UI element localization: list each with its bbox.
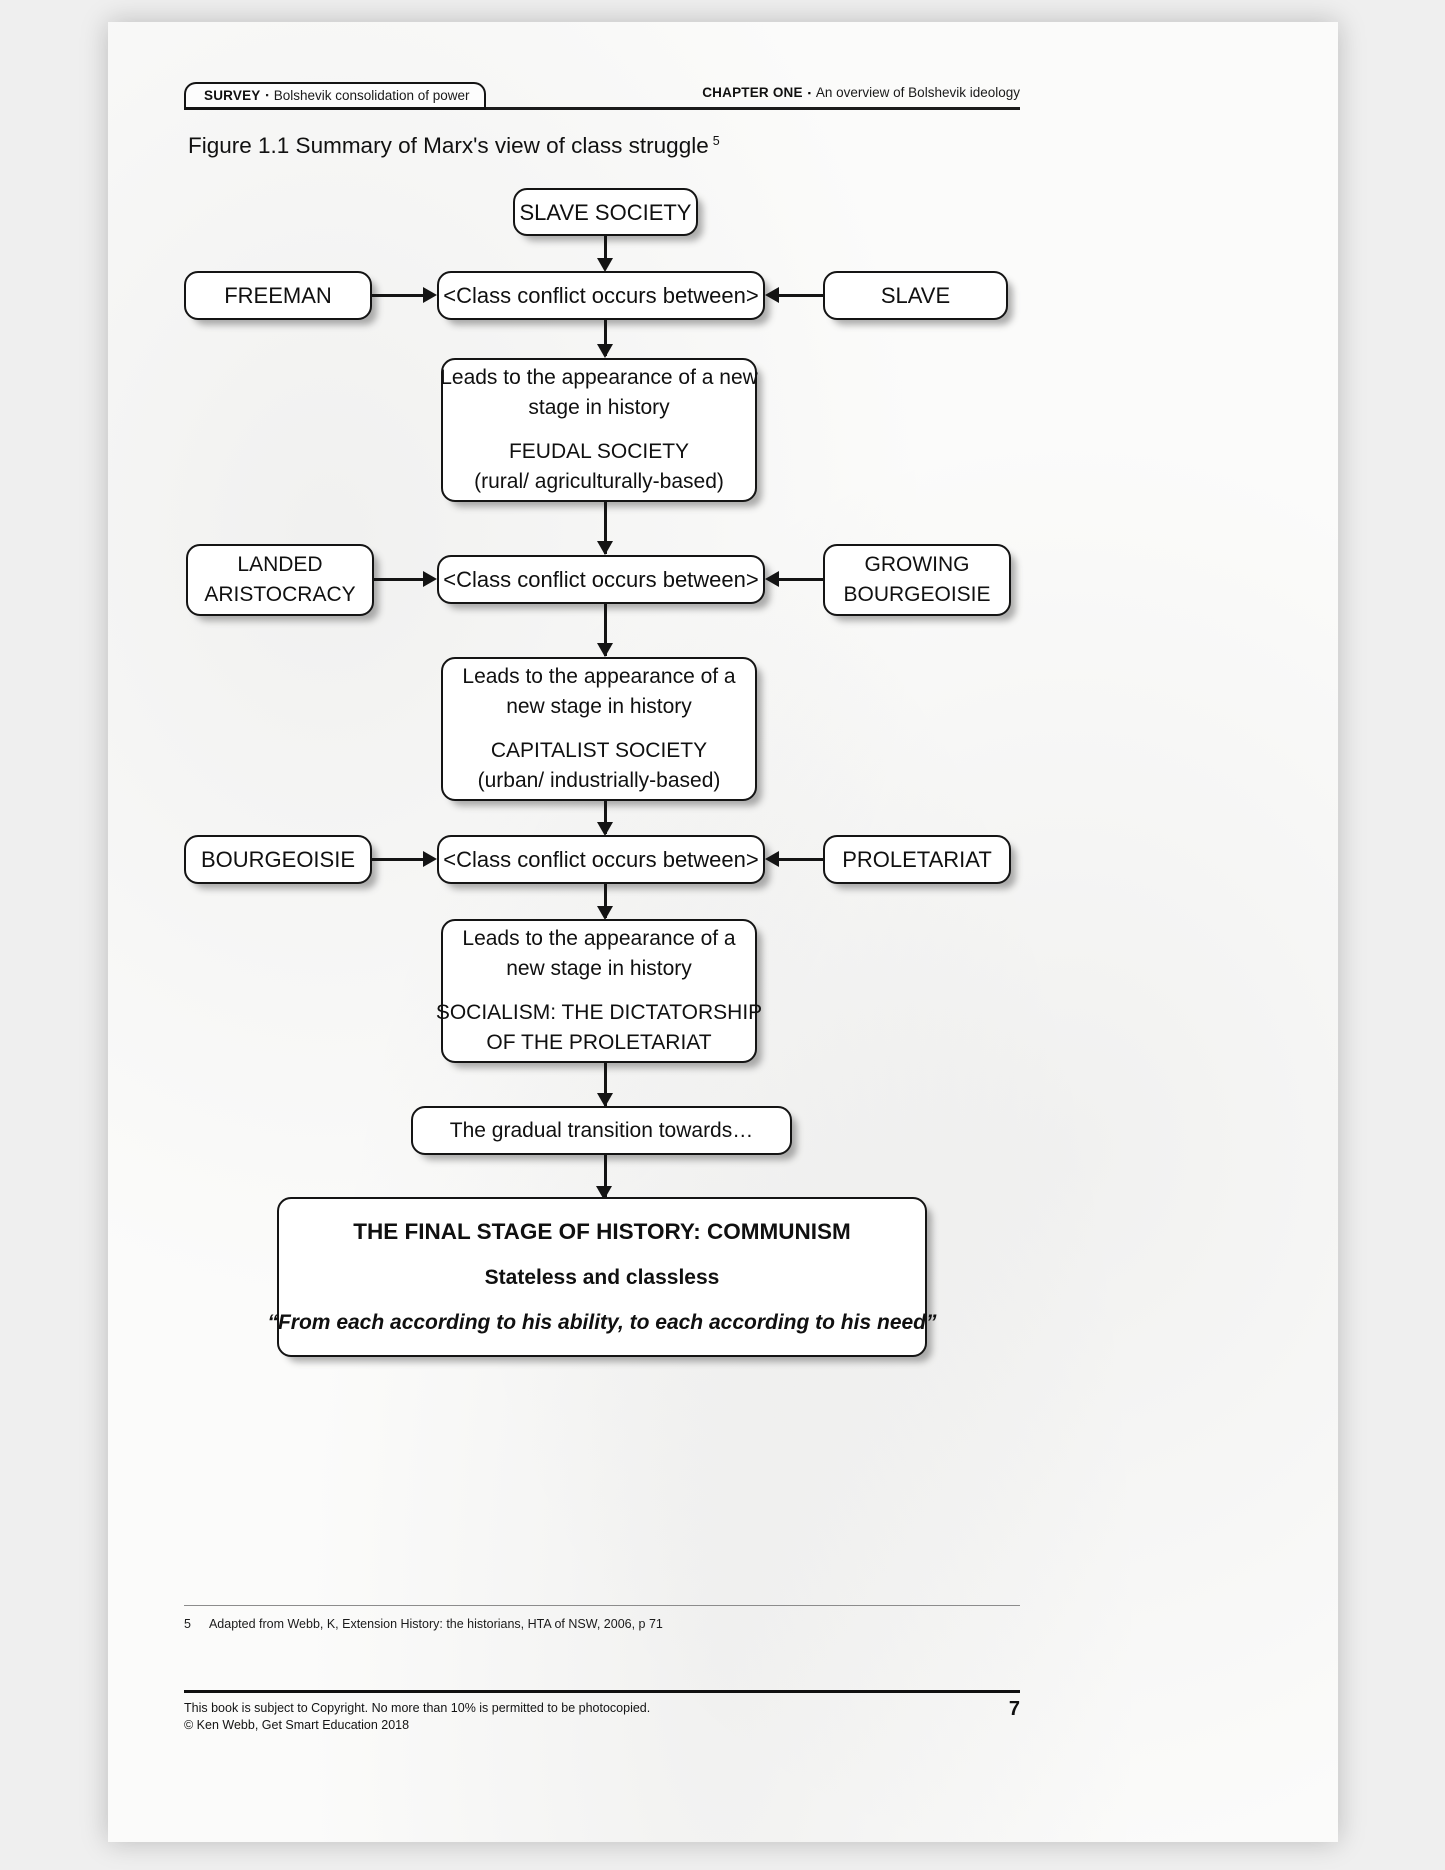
copyright-line-2: © Ken Webb, Get Smart Education 2018 — [184, 1718, 410, 1732]
node-line-3: “From each according to his ability, to … — [267, 1311, 937, 1334]
bullet-separator-icon: ▪ — [807, 88, 811, 98]
node-label: The gradual transition towards… — [449, 1118, 754, 1142]
header-rule — [483, 107, 1020, 110]
arrowhead-down-icon — [597, 1093, 613, 1107]
node-slave-society: SLAVE SOCIETY — [513, 188, 698, 236]
footer-rule — [184, 1690, 1020, 1693]
arrowhead-left-icon — [765, 287, 779, 303]
node-freeman: FREEMAN — [184, 271, 372, 320]
node-capitalist-society: Leads to the appearance of a new stage i… — [441, 657, 757, 801]
chapter-label: CHAPTER ONE — [702, 85, 803, 100]
footer-copyright: This book is subject to Copyright. No mo… — [184, 1700, 650, 1734]
edge-conflict3-socialism — [604, 884, 607, 918]
edge-slavesociety-conflict1 — [604, 236, 607, 264]
edge-growing-conflict2 — [770, 578, 823, 581]
node-line-3: CAPITALIST SOCIETY — [490, 739, 708, 762]
node-line-2: stage in history — [528, 396, 670, 419]
node-feudal-society: Leads to the appearance of a new stage i… — [440, 358, 758, 502]
arrowhead-right-icon — [423, 571, 437, 587]
node-label: <Class conflict occurs between> — [443, 847, 759, 872]
arrowhead-down-icon — [597, 822, 613, 836]
arrowhead-down-icon — [597, 258, 613, 272]
edge-proletariat-conflict3 — [770, 858, 823, 861]
node-class-conflict-3: <Class conflict occurs between> — [437, 835, 765, 884]
edge-transition-communism — [604, 1155, 607, 1200]
node-line-2: BOURGEOISIE — [843, 583, 991, 606]
node-line-2: ARISTOCRACY — [204, 583, 356, 606]
arrowhead-left-icon — [765, 571, 779, 587]
node-line-2: new stage in history — [506, 957, 692, 980]
arrowhead-down-icon — [597, 344, 613, 358]
node-line-1: Leads to the appearance of a — [462, 665, 736, 688]
figure-title: Figure 1.1 Summary of Marx's view of cla… — [188, 133, 720, 159]
node-line-1: THE FINAL STAGE OF HISTORY: COMMUNISM — [353, 1219, 851, 1244]
arrowhead-right-icon — [423, 851, 437, 867]
node-bourgeoisie: BOURGEOISIE — [184, 835, 372, 884]
node-label: <Class conflict occurs between> — [443, 567, 759, 592]
survey-header-tab: SURVEY ▪ Bolshevik consolidation of powe… — [184, 82, 486, 110]
node-line-1: GROWING — [864, 553, 970, 576]
edge-freeman-conflict1 — [372, 294, 429, 297]
node-label: SLAVE — [880, 283, 951, 308]
node-socialism: Leads to the appearance of a new stage i… — [436, 919, 762, 1063]
node-slave: SLAVE — [823, 271, 1008, 320]
edge-conflict1-feudal — [604, 320, 607, 356]
node-communism: THE FINAL STAGE OF HISTORY: COMMUNISM St… — [267, 1197, 937, 1357]
arrowhead-right-icon — [423, 287, 437, 303]
node-line-4: (rural/ agriculturally-based) — [474, 470, 724, 493]
node-line-3: FEUDAL SOCIETY — [508, 440, 690, 463]
edge-landed-conflict2 — [374, 578, 429, 581]
arrowhead-down-icon — [597, 906, 613, 920]
edge-conflict2-capitalist — [604, 604, 607, 656]
edge-socialism-transition — [604, 1063, 607, 1106]
node-line-2: new stage in history — [506, 695, 692, 718]
chapter-subtitle: An overview of Bolshevik ideology — [815, 85, 1020, 100]
figure-title-footnote-marker: 5 — [712, 133, 720, 148]
footnote-number: 5 — [184, 1617, 191, 1631]
edge-capitalist-conflict3 — [604, 801, 607, 834]
node-class-conflict-1: <Class conflict occurs between> — [437, 271, 765, 320]
node-label: PROLETARIAT — [842, 847, 992, 872]
node-line-1: LANDED — [237, 553, 323, 576]
node-growing-bourgeoisie: GROWING BOURGEOISIE — [823, 544, 1011, 616]
node-class-conflict-2: <Class conflict occurs between> — [437, 555, 765, 604]
footnote-rule — [184, 1605, 1020, 1606]
node-label: FREEMAN — [224, 283, 332, 308]
copyright-line-1: This book is subject to Copyright. No mo… — [184, 1701, 651, 1715]
edge-feudal-conflict2 — [604, 502, 607, 554]
arrowhead-down-icon — [596, 1186, 612, 1200]
node-landed-aristocracy: LANDED ARISTOCRACY — [186, 544, 374, 616]
node-label: SLAVE SOCIETY — [519, 199, 692, 225]
arrowhead-down-icon — [597, 541, 613, 555]
node-line-4: (urban/ industrially-based) — [477, 769, 721, 792]
node-line-1: Leads to the appearance of a new — [440, 366, 758, 389]
arrowhead-down-icon — [597, 643, 613, 657]
node-line-1: Leads to the appearance of a — [462, 927, 736, 950]
bullet-separator-icon: ▪ — [265, 89, 269, 100]
node-proletariat: PROLETARIAT — [823, 835, 1011, 884]
node-line-3: SOCIALISM: THE DICTATORSHIP — [435, 1001, 763, 1024]
node-line-2: Stateless and classless — [484, 1266, 720, 1289]
figure-title-text: Figure 1.1 Summary of Marx's view of cla… — [188, 133, 709, 158]
page-number: 7 — [1008, 1698, 1020, 1720]
node-gradual-transition: The gradual transition towards… — [411, 1106, 792, 1155]
edge-bourgeoisie-conflict3 — [372, 858, 429, 861]
survey-label: SURVEY — [204, 88, 261, 103]
node-line-4: OF THE PROLETARIAT — [486, 1031, 712, 1054]
node-label: BOURGEOISIE — [200, 847, 356, 872]
footnote: 5 Adapted from Webb, K, Extension History… — [184, 1617, 663, 1631]
survey-subtitle: Bolshevik consolidation of power — [273, 88, 470, 103]
chapter-header: CHAPTER ONE ▪ An overview of Bolshevik ide… — [560, 84, 1020, 106]
node-label: <Class conflict occurs between> — [443, 283, 759, 308]
arrowhead-left-icon — [765, 851, 779, 867]
edge-slave-conflict1 — [770, 294, 823, 297]
footnote-text: Adapted from Webb, K, Extension History:… — [208, 1617, 663, 1631]
